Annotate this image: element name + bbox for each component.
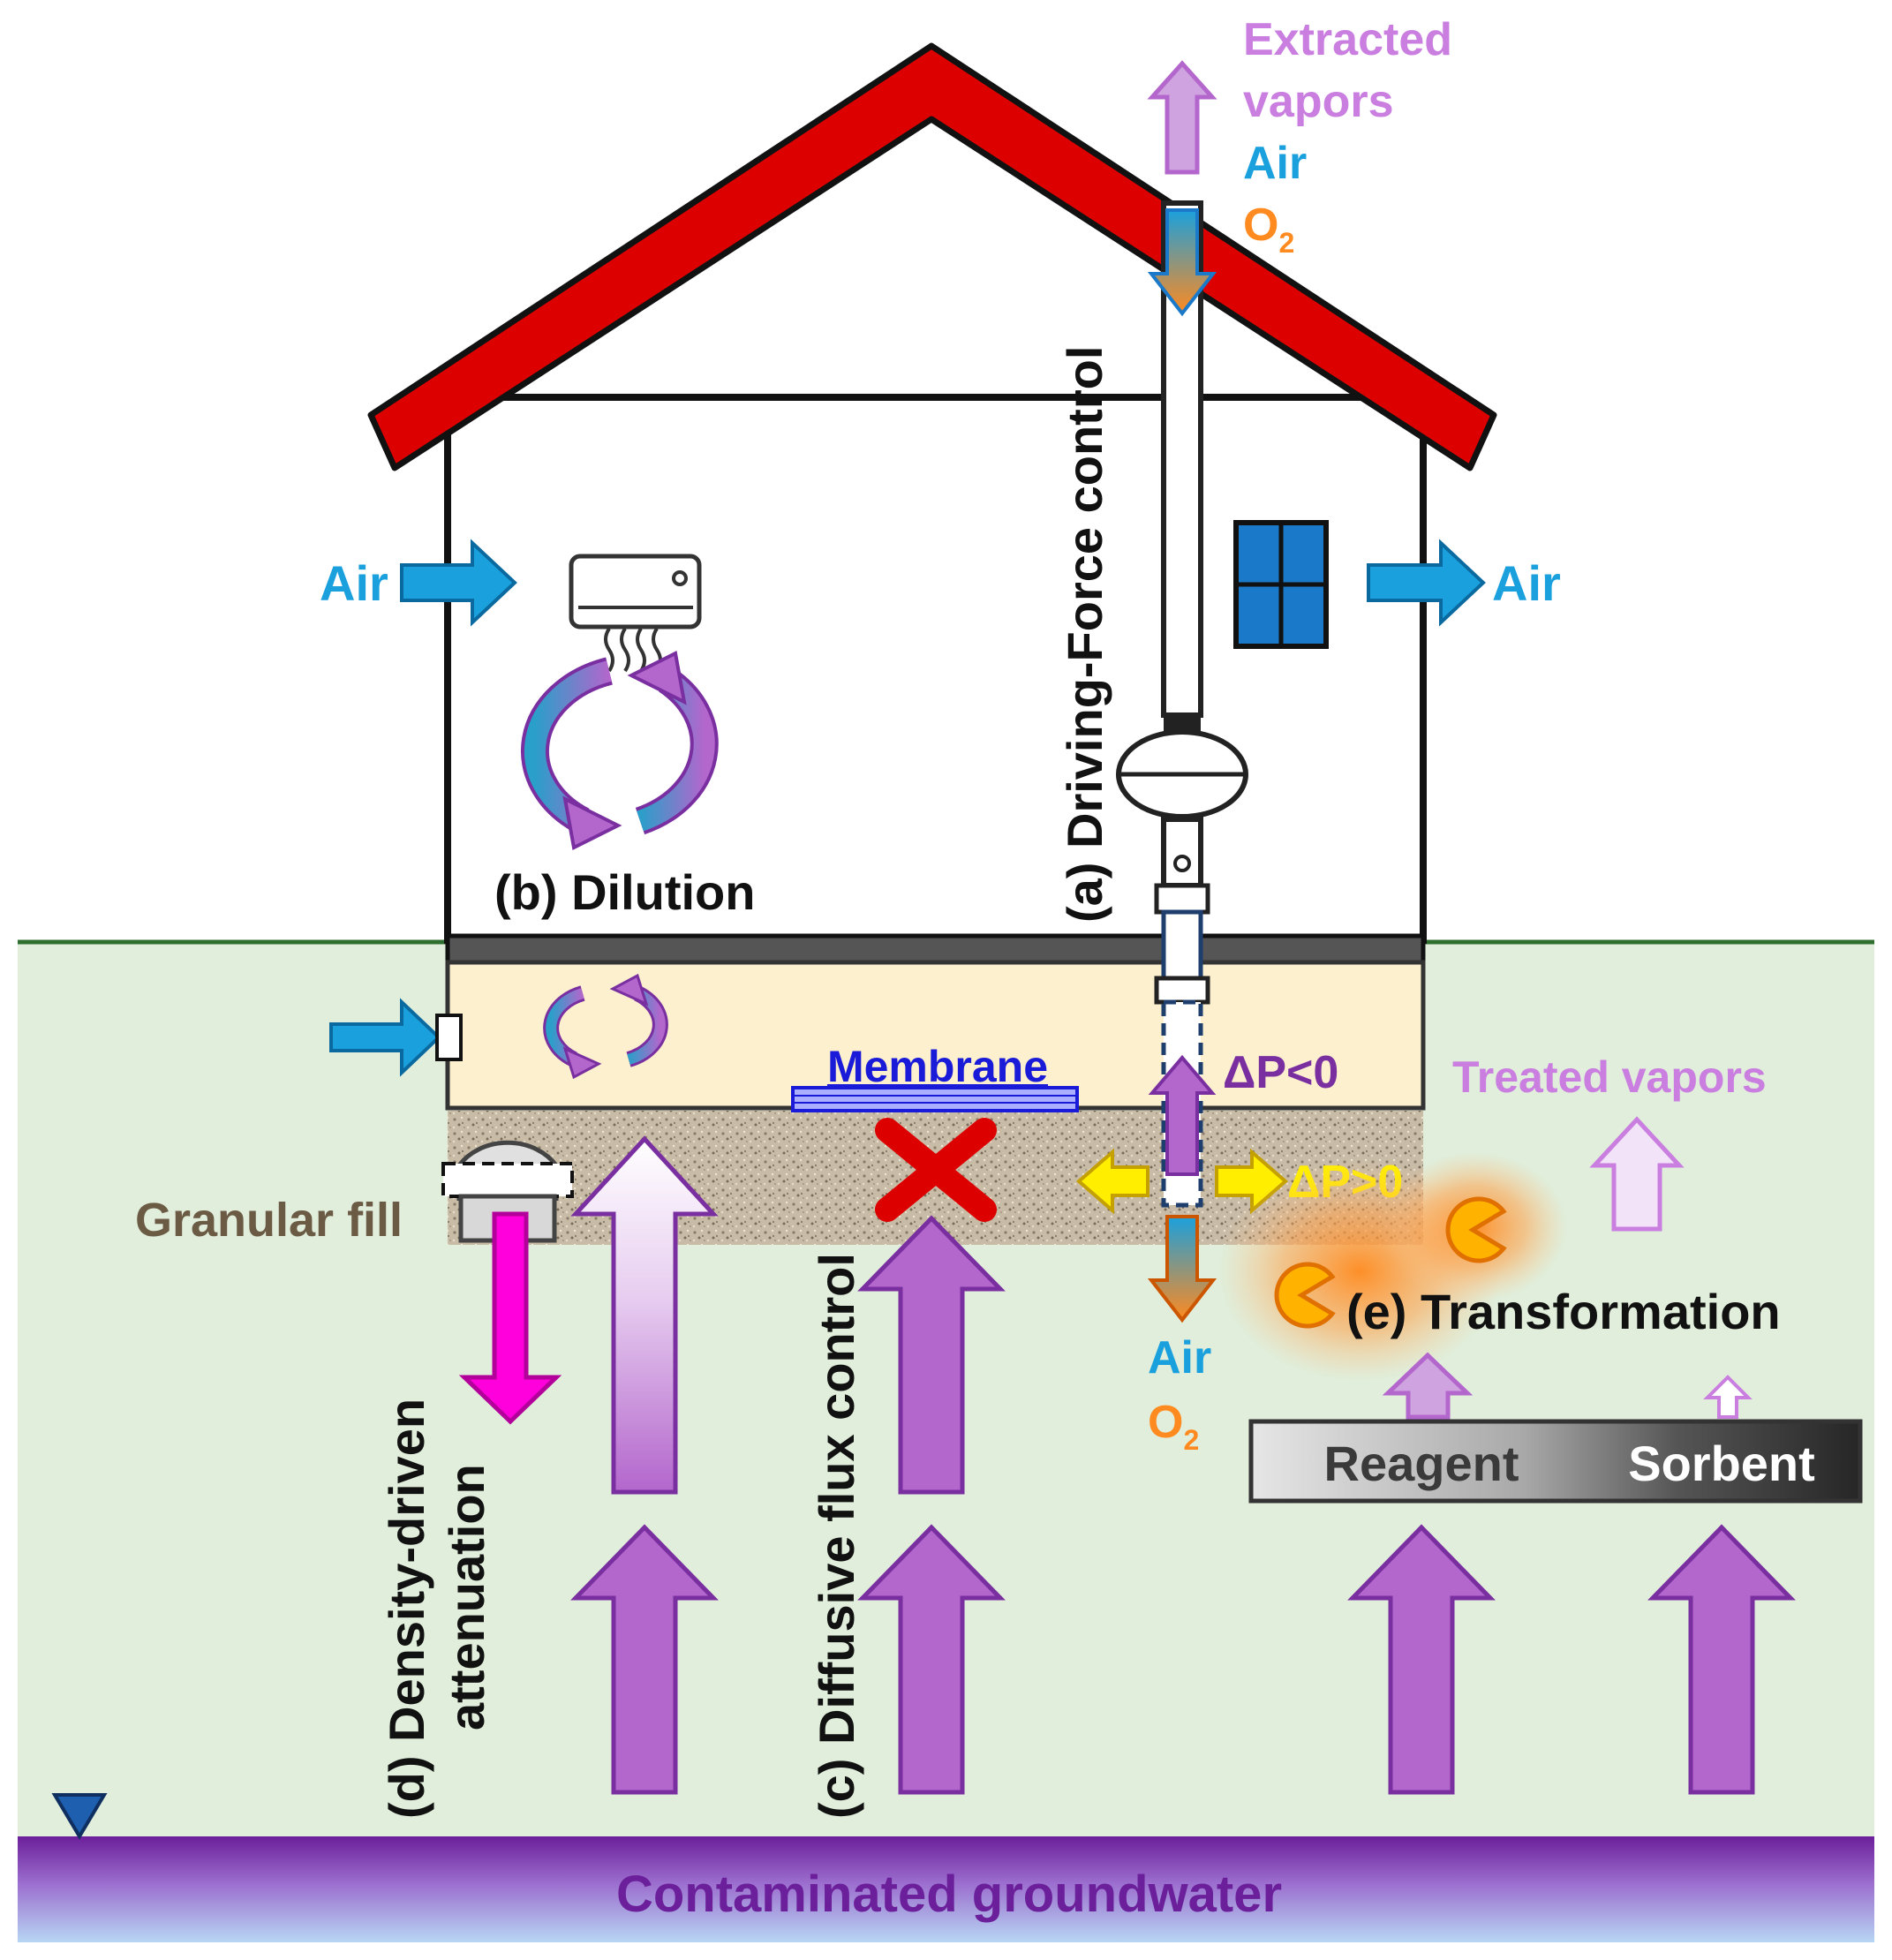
- top-air-o2-inflow-arrow: [1147, 208, 1217, 317]
- attenuated-vapor-arrow: [570, 1135, 719, 1495]
- driving-force-label: (a) Driving-Force control: [1057, 346, 1112, 923]
- groundwater-label: Contaminated groundwater: [616, 1866, 1282, 1923]
- vapor-arrow-2: [857, 1524, 1006, 1795]
- air-outflow-arrow: [1367, 539, 1486, 627]
- reagent-output-arrow: [1382, 1352, 1474, 1420]
- slab-penetration-fitting: [1154, 976, 1210, 1005]
- bottom-air-o2-arrow: [1147, 1215, 1217, 1323]
- water-table-icon: [51, 1793, 108, 1840]
- vapor-arrow-3: [1347, 1524, 1496, 1795]
- treated-vapors-label: Treated vapors: [1452, 1052, 1767, 1102]
- dilution-label: (b) Dilution: [494, 864, 755, 920]
- membrane-barrier: [791, 1086, 1079, 1112]
- subslab-circulation-icon: [543, 973, 668, 1080]
- suction-flow-arrow: [1148, 1054, 1217, 1176]
- vapor-arrow-1: [570, 1524, 719, 1795]
- subslab-vent-port: [435, 1014, 463, 1061]
- left-pressure-arrow: [1075, 1148, 1150, 1215]
- pacman-microbe-icon: [1274, 1262, 1336, 1329]
- granular-fill-label: Granular fill: [135, 1194, 403, 1247]
- extracted-vapors-label-line2: vapors: [1243, 76, 1394, 127]
- blocked-vapor-arrow: [857, 1215, 1006, 1495]
- air-conditioner-icon: [569, 554, 702, 673]
- pipe-coupling: [1164, 715, 1201, 733]
- sorbent-output-arrow: [1703, 1375, 1753, 1419]
- extracted-vapors-label-line1: Extracted: [1243, 14, 1452, 65]
- x-mark-icon: [875, 1118, 997, 1222]
- top-o2-label: O2: [1243, 200, 1294, 259]
- treated-vapor-arrow: [1589, 1116, 1685, 1232]
- vapor-arrow-4: [1647, 1524, 1796, 1795]
- fan-icon: [1116, 729, 1248, 915]
- floor-slab: [445, 933, 1426, 965]
- riser-pipe: [1161, 909, 1203, 981]
- air-inflow-arrow: [400, 539, 517, 627]
- density-driven-arrow: [458, 1211, 562, 1425]
- window-icon: [1233, 520, 1329, 649]
- membrane-label: Membrane: [827, 1042, 1048, 1091]
- sorbent-label: Sorbent: [1628, 1436, 1815, 1491]
- top-air-label: Air: [1243, 138, 1307, 189]
- negative-pressure-label: ΔP<0: [1223, 1047, 1338, 1098]
- density-driven-label-line1: (d) Density-driven: [379, 1398, 434, 1819]
- vent-cap-icon: [441, 1140, 574, 1243]
- reagent-sorbent-layer: [1248, 1419, 1863, 1504]
- transformation-label: (e) Transformation: [1346, 1284, 1781, 1339]
- air-in-label: Air: [320, 555, 388, 611]
- bottom-air-label: Air: [1148, 1332, 1211, 1383]
- groundwater-zone: [18, 1836, 1874, 1942]
- air-out-label: Air: [1492, 555, 1561, 611]
- diffusive-flux-label: (c) Diffusive flux control: [809, 1253, 864, 1819]
- dilution-circulation-icon: [520, 651, 719, 850]
- density-driven-label-line2: attenuation: [439, 1464, 494, 1730]
- roof: [367, 42, 1497, 471]
- extracted-vapors-arrow: [1147, 60, 1217, 175]
- reagent-label: Reagent: [1324, 1436, 1519, 1491]
- subslab-air-inlet-arrow: [329, 998, 441, 1077]
- bottom-o2-label: O2: [1148, 1397, 1199, 1456]
- pacman-microbe-icon: [1445, 1196, 1507, 1263]
